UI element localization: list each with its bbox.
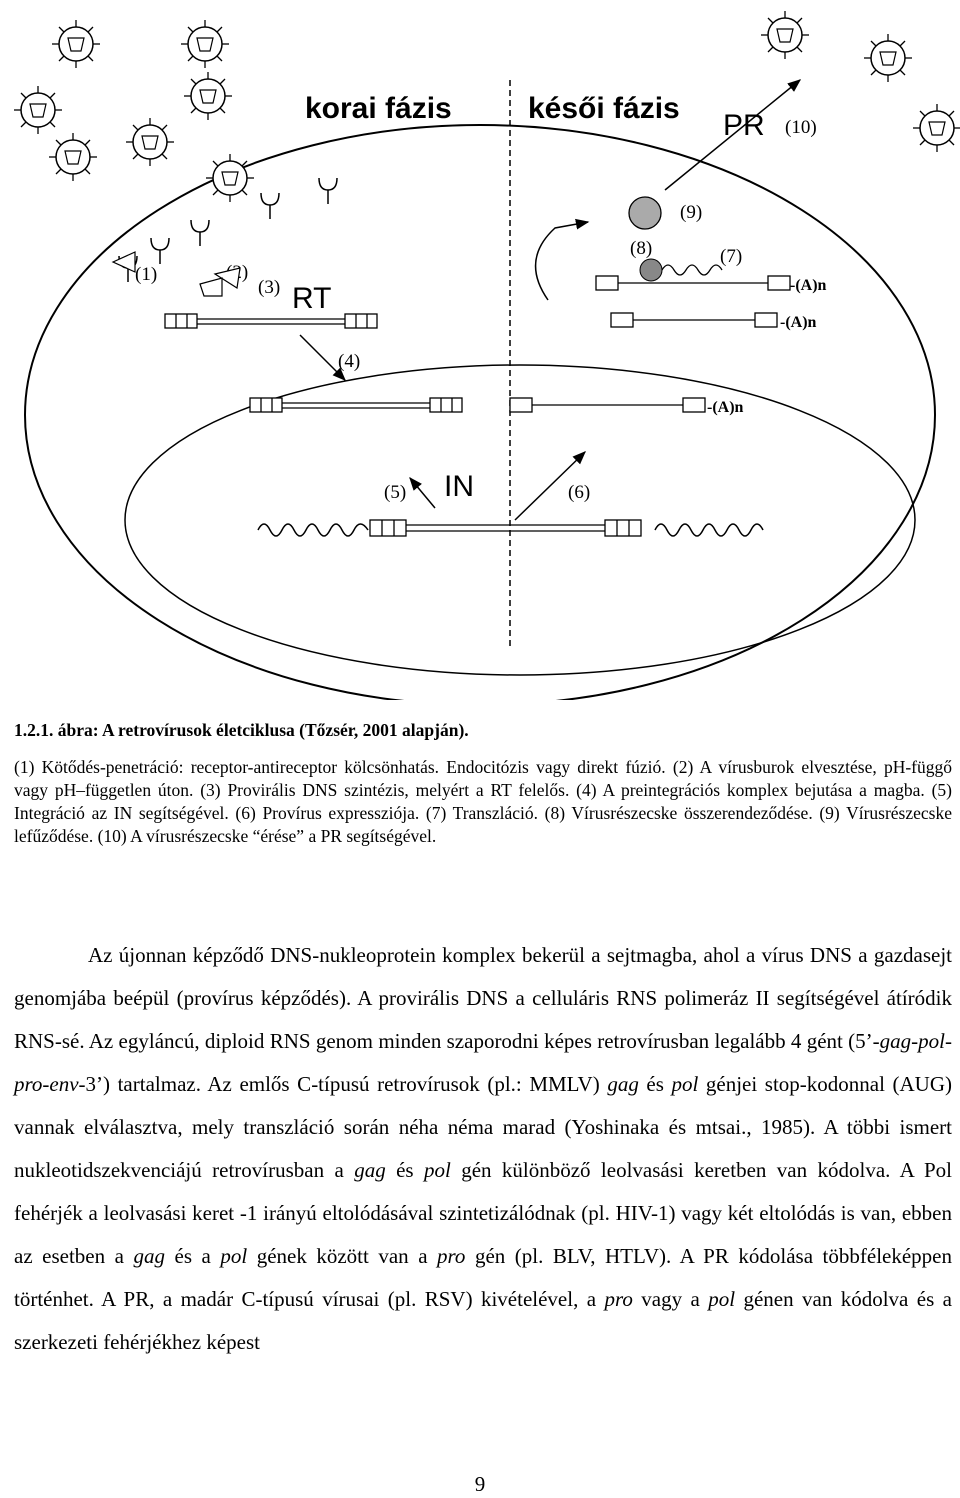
body-paragraph: Az újonnan képződő DNS-nukleoprotein kom… bbox=[14, 934, 952, 1364]
body-text-span: és bbox=[386, 1158, 424, 1182]
receptor-icon bbox=[319, 178, 337, 204]
step-label: (6) bbox=[568, 482, 590, 503]
page-number: 9 bbox=[0, 1472, 960, 1497]
paragraph: Az újonnan képződő DNS-nukleoprotein kom… bbox=[14, 934, 952, 1364]
gene-name: gag bbox=[133, 1244, 165, 1268]
body-text-span: -3’) tartalmaz. Az emlős C-típusú retrov… bbox=[79, 1072, 608, 1096]
step-label: (7) bbox=[720, 246, 742, 267]
pr-enzyme-label: PR bbox=[723, 109, 765, 142]
retrovirus-life-cycle-figure: korai fázis késői fázis (1) (2) (3) RT (… bbox=[0, 0, 960, 700]
step-label: (8) bbox=[630, 238, 652, 259]
proviral-dna-rt bbox=[165, 314, 377, 328]
caption-text: (1) Kötődés-penetráció: receptor-antirec… bbox=[14, 757, 952, 846]
caption-title: 1.2.1. ábra: A retrovírusok életciklusa … bbox=[14, 719, 952, 742]
rt-enzyme-label: RT bbox=[292, 282, 331, 315]
polya-tail-label: -(A)n bbox=[780, 314, 817, 331]
virion-icon bbox=[49, 133, 97, 181]
body-text-span: és bbox=[639, 1072, 672, 1096]
receptor-icon bbox=[191, 220, 209, 246]
viral-mrna-cytoplasm bbox=[596, 276, 790, 327]
virion-icon bbox=[184, 72, 232, 120]
provirus-dna bbox=[370, 520, 641, 536]
virion-icon bbox=[14, 86, 62, 134]
gene-name: pol bbox=[671, 1072, 698, 1096]
virion-icon bbox=[126, 118, 174, 166]
step-label: (5) bbox=[384, 482, 406, 503]
gene-name: gag bbox=[607, 1072, 639, 1096]
receptor-icon bbox=[151, 238, 169, 264]
gene-name: pro bbox=[437, 1244, 465, 1268]
viral-mrna-nucleus bbox=[510, 398, 705, 412]
step-label: (10) bbox=[785, 117, 817, 138]
cell-membrane bbox=[25, 125, 935, 700]
body-text-span: gének között van a bbox=[247, 1244, 437, 1268]
virion-icon bbox=[206, 154, 254, 202]
gene-name: pol bbox=[708, 1287, 735, 1311]
phase-early-label: korai fázis bbox=[305, 92, 452, 125]
gene-name: pol bbox=[220, 1244, 247, 1268]
body-text-span: Az újonnan képződő DNS-nukleoprotein kom… bbox=[14, 943, 952, 1053]
virion-icon bbox=[181, 20, 229, 68]
gene-name: pol bbox=[424, 1158, 451, 1182]
body-text-span: vagy a bbox=[633, 1287, 708, 1311]
budding-virion-icon bbox=[629, 197, 661, 229]
step-label: (3) bbox=[258, 277, 280, 298]
polya-tail-label: -(A)n bbox=[707, 399, 744, 416]
step-label: (9) bbox=[680, 202, 702, 223]
in-enzyme-label: IN bbox=[444, 470, 474, 503]
virion-icon bbox=[864, 34, 912, 82]
virion-icon bbox=[913, 104, 960, 152]
body-text-span: és a bbox=[165, 1244, 220, 1268]
preintegration-complex bbox=[250, 398, 462, 412]
gene-name: pro bbox=[604, 1287, 632, 1311]
figure-caption: 1.2.1. ábra: A retrovírusok életciklusa … bbox=[14, 719, 952, 848]
virion-icon bbox=[52, 20, 100, 68]
step-label: (1) bbox=[135, 264, 157, 285]
phase-late-label: késői fázis bbox=[528, 92, 680, 125]
ribosome-icon bbox=[640, 259, 662, 281]
receptor-icon bbox=[261, 193, 279, 219]
polya-tail-label: -(A)n bbox=[790, 277, 827, 294]
step-label: (4) bbox=[338, 351, 360, 372]
virion-icon bbox=[761, 11, 809, 59]
gene-name: gag bbox=[354, 1158, 386, 1182]
